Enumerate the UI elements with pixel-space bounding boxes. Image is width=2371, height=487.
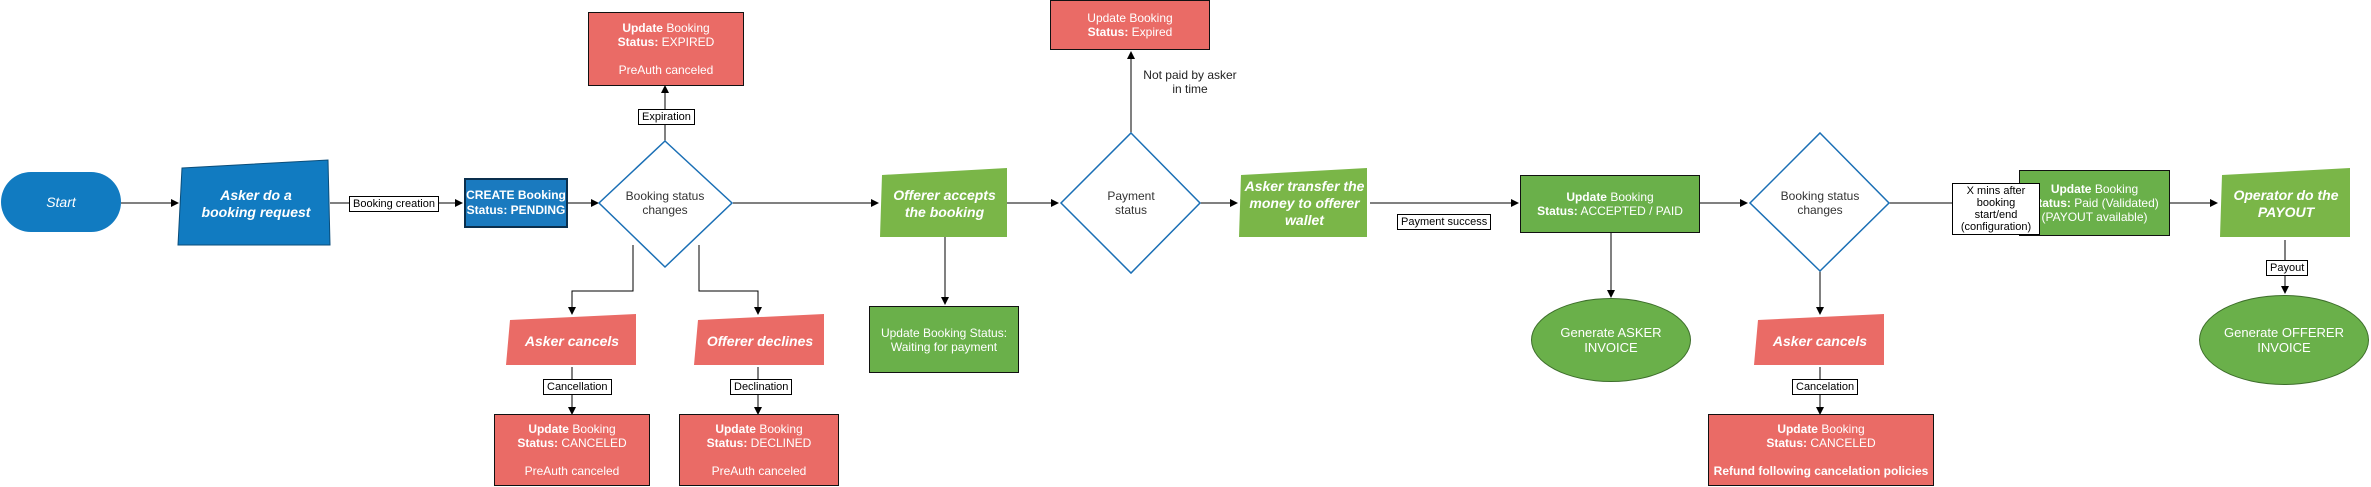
start-label: Start <box>46 194 76 210</box>
asker-cancels-1: Asker cancels <box>524 333 620 349</box>
edge-label-booking-creation: Booking creation <box>349 196 439 212</box>
waiting-payment-box: Update Booking Status: Waiting for payme… <box>869 306 1019 373</box>
operator-payout: Operator do the PAYOUT <box>2233 186 2339 220</box>
offerer-accepts: Offerer accepts the booking <box>893 186 996 220</box>
edge-label-cancelation-2: Cancelation <box>1792 379 1859 395</box>
edge-label-not-paid: Not paid by asker in time <box>1143 68 1237 96</box>
offerer-invoice-ellipse: Generate OFFERER INVOICE <box>2199 295 2369 385</box>
asker-booking-request: Asker do a booking request <box>186 165 326 243</box>
payment-status: Payment status <box>1107 189 1155 217</box>
expired-box: Update Booking Status: EXPIRED PreAuth c… <box>588 12 744 86</box>
edge-label-payment-success: Payment success <box>1397 214 1492 230</box>
asker-invoice-ellipse: Generate ASKER INVOICE <box>1531 298 1691 382</box>
offerer-declines: Offerer declines <box>706 333 814 349</box>
asker-booking-request-label: Asker do a booking request <box>201 187 311 220</box>
create-booking-line1: CREATE Booking <box>466 188 566 202</box>
create-booking-line2: Status: PENDING <box>466 203 566 217</box>
edge-label-declination: Declination <box>730 379 793 395</box>
edge-label-cancellation-1: Cancellation <box>543 379 612 395</box>
create-booking-box: CREATE Booking Status: PENDING <box>464 178 568 228</box>
canceled-box-1: Update Booking Status: CANCELED PreAuth … <box>494 414 650 486</box>
accepted-paid-box: Update Booking Status: ACCEPTED / PAID <box>1520 175 1700 233</box>
expired-top-box: Update Booking Status: Expired <box>1050 0 1210 50</box>
asker-transfer-money: Asker transfer the money to offerer wall… <box>1244 178 1365 228</box>
edge-label-expiration: Expiration <box>638 109 695 125</box>
declined-box: Update Booking Status: DECLINED PreAuth … <box>679 414 839 486</box>
booking-status-changes-2: Booking status changes <box>1780 189 1860 217</box>
edge-label-x-mins: X mins after booking start/end (configur… <box>1952 183 2040 235</box>
paid-validated-box: Update Booking Status: Paid (Validated) … <box>2019 170 2170 236</box>
asker-cancels-2: Asker cancels <box>1772 333 1868 349</box>
canceled-box-2: Update Booking Status: CANCELED Refund f… <box>1708 414 1934 486</box>
edge-label-payout: Payout <box>2266 260 2309 276</box>
start-terminal: Start <box>1 172 121 232</box>
booking-status-changes-1: Booking status changes <box>625 189 705 217</box>
